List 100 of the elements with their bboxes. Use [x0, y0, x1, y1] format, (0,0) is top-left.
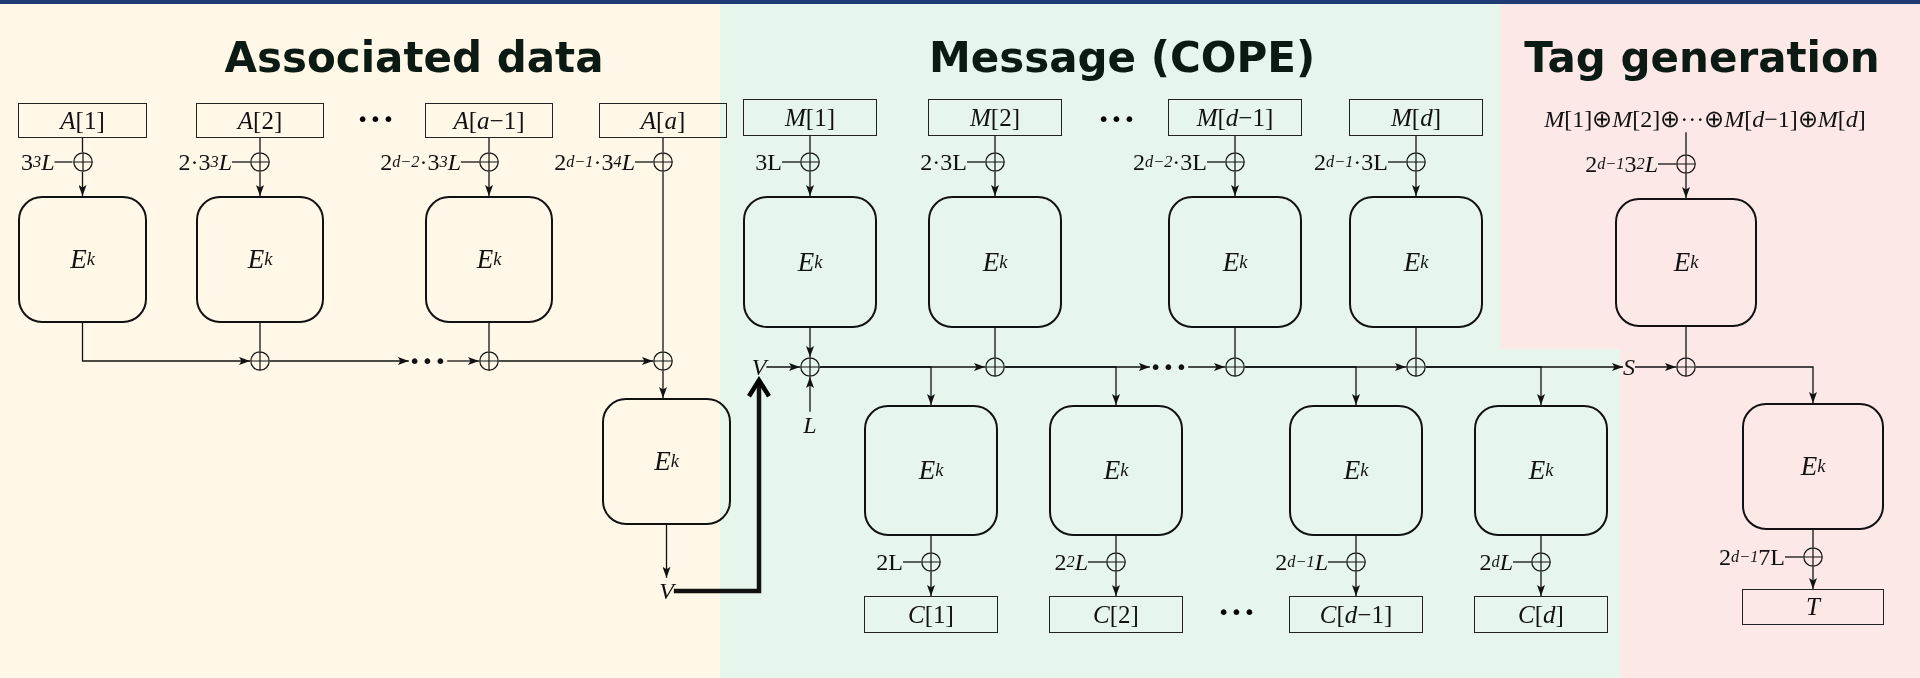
arrow [498, 357, 654, 365]
ellipsis: ••• [408, 349, 448, 373]
xor-symbol [250, 351, 270, 371]
arrow [806, 171, 814, 197]
data-block: C[d−1] [1289, 596, 1423, 633]
connector-line [460, 161, 480, 163]
section-title: Tag generation [1524, 32, 1880, 82]
connector-line [488, 137, 490, 153]
data-block: M[d−1] [1168, 99, 1302, 136]
xor-symbol [800, 152, 820, 172]
arrow [256, 171, 264, 197]
arrow [1004, 366, 1120, 406]
connector-line [662, 137, 664, 153]
connector-line [994, 327, 996, 358]
arrow [819, 366, 935, 406]
arrow [1809, 566, 1817, 590]
connector-line [809, 135, 811, 153]
xor-symbol [479, 351, 499, 371]
data-block: T [1742, 589, 1884, 625]
arrow [1187, 363, 1226, 371]
xor-symbol [985, 357, 1005, 377]
arrow [78, 171, 87, 197]
data-block: C[1] [864, 596, 998, 633]
connector-line [1234, 327, 1236, 358]
xor-symbol [250, 152, 270, 172]
connector-line [259, 322, 261, 352]
xor-symbol [1676, 154, 1696, 174]
arrow [1695, 366, 1817, 404]
connector-line [966, 161, 986, 163]
arrow [673, 377, 772, 594]
arrow [1634, 363, 1677, 371]
connector-line [1115, 535, 1117, 553]
connector-line [662, 171, 664, 352]
arrow [1682, 173, 1690, 199]
connector-line [1657, 163, 1677, 165]
arrow [927, 571, 935, 597]
xor-symbol [800, 357, 820, 377]
arrow [1412, 171, 1420, 197]
xor-symbol [1531, 552, 1551, 572]
connector-line [1512, 561, 1532, 563]
arrow [446, 357, 480, 365]
connector-line [1234, 135, 1236, 153]
data-block: A[a] [599, 103, 727, 138]
ellipsis: ••• [1149, 355, 1189, 379]
xor-symbol [1225, 357, 1245, 377]
arrow [765, 363, 801, 371]
xor-symbol [1406, 357, 1426, 377]
math-label: 2·3L [920, 148, 967, 176]
math-label: V [659, 577, 674, 605]
xor-symbol [1225, 152, 1245, 172]
connector-line [1685, 131, 1687, 155]
section-title: Message (COPE) [928, 32, 1316, 82]
arrow [1112, 571, 1120, 597]
section-title: Associated data [224, 32, 604, 82]
data-block: A[2] [196, 103, 324, 138]
connector-line [1685, 326, 1687, 358]
connector-line [1415, 327, 1417, 358]
connector-line [488, 322, 490, 352]
math-label: 3L [755, 148, 782, 176]
arrow [662, 524, 671, 579]
arrow [991, 171, 999, 197]
connector-line [994, 135, 996, 153]
arrow [1352, 571, 1360, 597]
connector-line [53, 161, 74, 163]
connector-line [1415, 135, 1417, 153]
arrow [659, 370, 667, 399]
connector-line [231, 161, 251, 163]
xor-symbol [1676, 357, 1696, 377]
connector-line [634, 161, 654, 163]
connector-line [902, 561, 922, 563]
data-block: M[d] [1349, 99, 1483, 136]
connector-line [1540, 535, 1542, 553]
math-label: M[1]⊕M[2]⊕···⊕M[d−1]⊕M[d] [1544, 105, 1866, 133]
xor-symbol [985, 152, 1005, 172]
xor-symbol [479, 152, 499, 172]
math-label: S [1623, 353, 1635, 381]
arrow [81, 322, 251, 365]
connector-line [1387, 161, 1407, 163]
math-label: 2L [876, 548, 903, 576]
xor-symbol [72, 152, 93, 172]
connector-line [1206, 161, 1226, 163]
connector-line [1784, 556, 1804, 558]
arrow [1425, 366, 1545, 406]
xor-symbol [653, 152, 673, 172]
data-block: C[2] [1049, 596, 1183, 633]
math-label: V [751, 353, 767, 381]
data-block: A[1] [18, 103, 147, 138]
connector-line [930, 535, 932, 553]
xor-symbol [1803, 547, 1823, 567]
ellipsis: ••• [356, 107, 396, 131]
xor-symbol [921, 552, 941, 572]
data-block: M[2] [928, 99, 1062, 136]
data-block: M[1] [743, 99, 877, 136]
arrow [269, 357, 410, 365]
xor-symbol [653, 351, 673, 371]
arrow [806, 376, 814, 413]
arrow [806, 327, 814, 358]
connector-line [781, 161, 801, 163]
arrow [1537, 571, 1545, 597]
connector-line [259, 137, 261, 153]
